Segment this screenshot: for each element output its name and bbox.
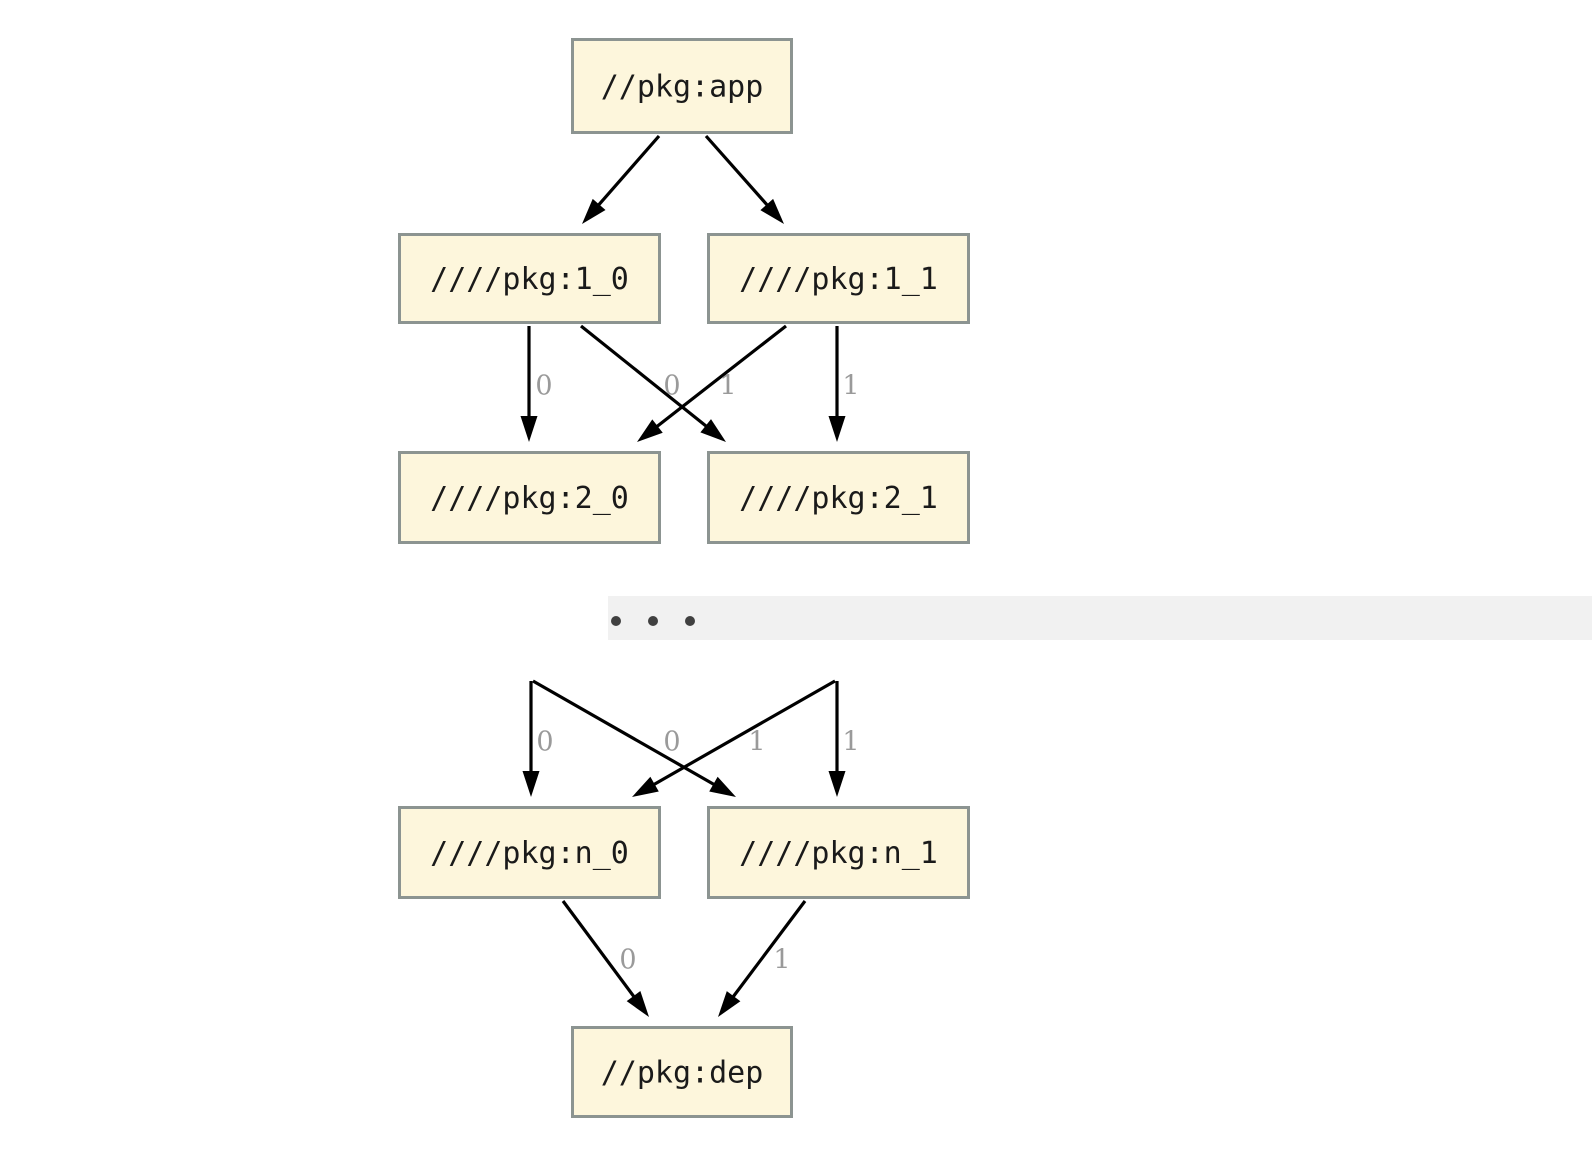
graph-node-nn_1[interactable]: ////pkg:n_1 — [707, 806, 970, 899]
edge-line — [651, 324, 787, 431]
edge-label: 1 — [748, 727, 765, 758]
edge-label: 0 — [536, 727, 553, 758]
edge-label-layer: 0 0 1 1 0 0 1 1 0 1 — [535, 371, 859, 976]
edge-line — [704, 134, 772, 211]
node-layer: //pkg:app ////pkg:1_0 ////pkg:1_1 ////pkg:2… — [398, 38, 970, 1118]
node-label: ////pkg:2_1 — [739, 481, 938, 516]
node-label: ////pkg:1_1 — [739, 262, 938, 297]
node-box[interactable] — [571, 38, 793, 134]
edge-arrowhead-icon — [700, 419, 726, 442]
truncation-band-layer — [608, 596, 1592, 640]
graph-edge — [561, 900, 649, 1017]
graph-node-app[interactable]: //pkg:app — [571, 38, 793, 134]
graph-edge — [582, 134, 661, 224]
edge-arrowhead-icon — [828, 416, 846, 442]
graph-node-n2_1[interactable]: ////pkg:2_1 — [707, 451, 970, 544]
edge-label: 0 — [663, 371, 680, 402]
graph-edge — [522, 681, 540, 797]
node-label: //pkg:dep — [601, 1056, 764, 1091]
edge-label: 0 — [619, 945, 636, 976]
edge-arrowhead-icon — [709, 776, 736, 797]
ellipsis-dot — [611, 616, 621, 626]
graph-edge — [580, 324, 726, 442]
node-label: ////pkg:n_0 — [430, 836, 629, 871]
edge-line — [580, 324, 712, 431]
edge-arrowhead-icon — [828, 771, 846, 797]
graph-node-nn_0[interactable]: ////pkg:n_0 — [398, 806, 661, 899]
node-box[interactable] — [398, 806, 661, 899]
graph-edge — [718, 900, 807, 1017]
graph-edge — [704, 134, 784, 224]
edge-label: 1 — [773, 945, 790, 976]
graph-edge — [637, 324, 787, 442]
edge-label: 1 — [719, 371, 736, 402]
node-label: //pkg:app — [601, 70, 764, 105]
graph-node-dep[interactable]: //pkg:dep — [571, 1026, 793, 1118]
graph-edge — [532, 679, 736, 797]
node-box[interactable] — [571, 1026, 793, 1118]
node-box[interactable] — [707, 233, 970, 324]
graph-node-n2_0[interactable]: ////pkg:2_0 — [398, 451, 661, 544]
edge-arrowhead-icon — [626, 991, 649, 1017]
graph-edge — [828, 326, 846, 442]
edge-arrowhead-icon — [632, 776, 659, 797]
edge-layer — [520, 134, 846, 1017]
edge-line — [648, 679, 836, 789]
edge-arrowhead-icon — [637, 419, 663, 442]
edge-line — [532, 679, 720, 789]
edge-arrowhead-icon — [718, 991, 741, 1017]
node-box[interactable] — [398, 233, 661, 324]
edge-line — [561, 900, 639, 1002]
graph-node-n1_0[interactable]: ////pkg:1_0 — [398, 233, 661, 324]
edge-arrowhead-icon — [522, 771, 540, 797]
graph-edge — [828, 681, 846, 797]
edge-arrowhead-icon — [582, 198, 606, 224]
truncation-band — [608, 596, 1592, 640]
graph-edge — [632, 679, 836, 797]
node-label: ////pkg:1_0 — [430, 262, 629, 297]
edge-line — [593, 134, 661, 211]
edge-label: 0 — [535, 371, 552, 402]
node-box[interactable] — [398, 451, 661, 544]
node-box[interactable] — [707, 451, 970, 544]
node-label: ////pkg:2_0 — [430, 481, 629, 516]
graph-edge — [520, 326, 538, 442]
edge-line — [728, 900, 807, 1002]
node-box[interactable] — [707, 806, 970, 899]
ellipsis-dot — [685, 616, 695, 626]
ellipsis-dot — [648, 616, 658, 626]
edge-label: 1 — [842, 727, 859, 758]
edge-arrowhead-icon — [760, 198, 784, 224]
edge-arrowhead-icon — [520, 416, 538, 442]
graph-node-n1_1[interactable]: ////pkg:1_1 — [707, 233, 970, 324]
edge-label: 1 — [842, 371, 859, 402]
node-label: ////pkg:n_1 — [739, 836, 938, 871]
edge-label: 0 — [663, 727, 680, 758]
